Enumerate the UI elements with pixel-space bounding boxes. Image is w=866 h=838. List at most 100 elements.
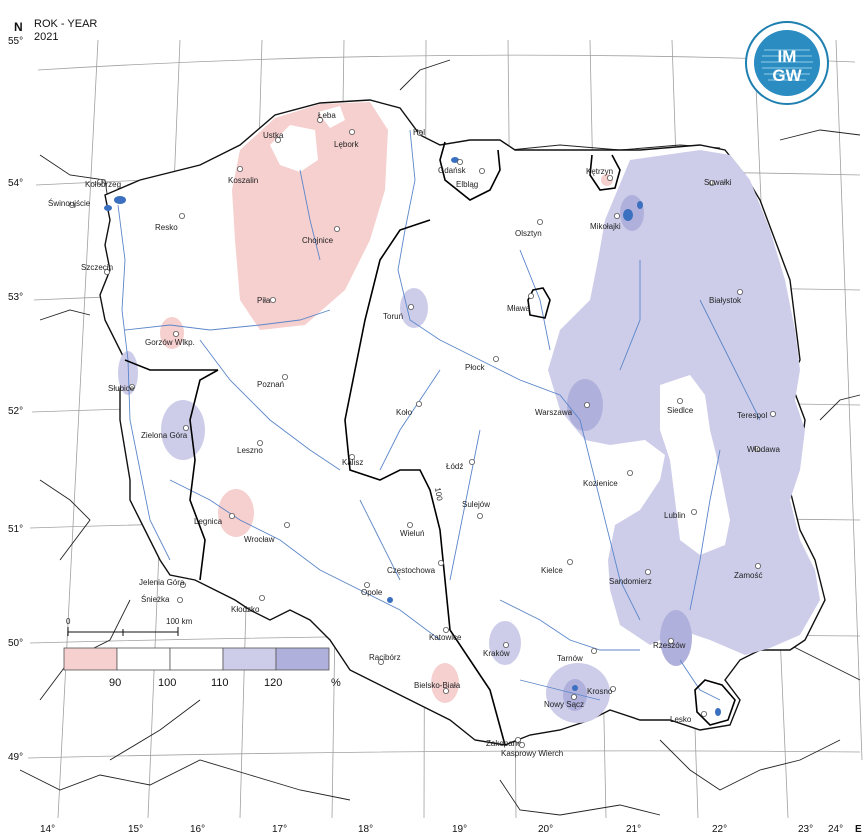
city-label: Elbląg [456, 180, 478, 189]
city-36: Wrocław [244, 522, 290, 544]
city-label: Toruń [383, 312, 403, 321]
lon-label: 24° [828, 824, 843, 835]
city-label: Płock [465, 363, 486, 372]
zone-white-lesko [695, 680, 735, 720]
city-marker [754, 445, 761, 452]
lat-label: 51° [8, 524, 23, 535]
city-50: Tarnów [557, 648, 598, 663]
scale-end: 100 km [166, 617, 193, 626]
city-label: Olsztyn [515, 229, 542, 238]
city-marker [627, 469, 634, 476]
city-label: Terespol [737, 411, 767, 420]
lon-label: 16° [190, 824, 205, 835]
city-marker [492, 355, 499, 362]
lat-label: 55° [8, 36, 23, 47]
city-label: Częstochowa [387, 566, 436, 575]
city-31: Łódź [446, 458, 475, 471]
city-label: Siedlce [667, 406, 694, 415]
city-label: Racibórz [369, 653, 401, 662]
zone-below-90-bielsko [431, 663, 459, 703]
city-label: Lesko [670, 715, 692, 724]
city-marker [591, 648, 598, 655]
city-marker [236, 165, 243, 172]
city-11: Resko [155, 212, 185, 232]
city-label: Kasprowy Wierch [501, 749, 563, 758]
zone-above-110-zielona-gora [161, 400, 205, 460]
city-label: Szczecin [81, 263, 113, 272]
isoline-100 [124, 141, 736, 746]
city-marker [567, 559, 574, 566]
city-marker [709, 179, 716, 186]
city-marker [645, 569, 652, 576]
city-marker [519, 742, 526, 749]
city-label: Bielsko-Biała [414, 681, 461, 690]
city-marker [97, 178, 104, 185]
city-label: Mikołajki [590, 222, 621, 231]
city-14: Mikołajki [590, 212, 621, 231]
anomaly-zones [118, 102, 820, 723]
city-marker [416, 129, 423, 136]
city-marker [610, 686, 617, 693]
city-label: Rzeszów [653, 641, 686, 650]
city-19: Białystok [709, 288, 744, 305]
lat-label: 52° [8, 406, 23, 417]
city-marker [348, 128, 355, 135]
city-label: Leszno [237, 446, 263, 455]
legend-label-90: 90 [109, 677, 121, 689]
lat-label: 53° [8, 292, 23, 303]
map-title: ROK - YEAR [34, 18, 98, 30]
city-label: Mława [507, 304, 531, 313]
city-marker [363, 582, 370, 589]
city-label: Krosno [587, 687, 613, 696]
city-label: Łódź [446, 462, 463, 471]
city-marker [128, 383, 135, 390]
city-24: Warszawa [535, 401, 591, 417]
east-letter: E [855, 824, 862, 835]
city-label: Śnieżka [141, 595, 170, 604]
city-marker [691, 508, 698, 515]
city-marker [228, 513, 235, 520]
city-marker [437, 560, 444, 567]
city-1: Ustka [263, 131, 284, 143]
lon-label: 18° [358, 824, 373, 835]
city-label: Białystok [709, 296, 742, 305]
city-marker [281, 373, 288, 380]
city-label: Lublin [664, 511, 685, 520]
city-21: Płock [465, 355, 499, 372]
city-label: Gdańsk [438, 166, 467, 175]
city-55: Lesko [670, 711, 708, 724]
legend-swatch-90-100 [116, 647, 171, 671]
city-label: Sandomierz [609, 577, 652, 586]
city-40: Śnieżka [141, 595, 183, 604]
lat-label: 49° [8, 752, 23, 763]
city-29: Leszno [237, 439, 263, 455]
city-label: Kozienice [583, 479, 618, 488]
lon-label: 17° [272, 824, 287, 835]
city-marker [256, 439, 263, 446]
city-label: Koszalin [228, 176, 258, 185]
city-marker [537, 218, 544, 225]
city-28: Zielona Góra [141, 424, 189, 440]
city-label: Zakopane [486, 739, 522, 748]
city-37: Wieluń [400, 522, 424, 538]
city-46: Opole [361, 582, 383, 597]
city-51: Rzeszów [653, 638, 686, 650]
city-9: Suwałki [704, 178, 732, 187]
city-marker [348, 453, 355, 460]
city-label: Resko [155, 223, 178, 232]
city-label: Poznań [257, 380, 284, 389]
city-30: Kalisz [342, 453, 363, 467]
city-38: Lublin [664, 508, 698, 520]
city-marker [415, 400, 422, 407]
longitude-labels: 14°15°16°17°18°19°20°21°22°23°24° [40, 824, 843, 835]
city-marker [269, 296, 276, 303]
city-17: Toruń [383, 303, 414, 321]
city-label: Kołobrzeg [85, 180, 121, 189]
city-label: Hel [413, 128, 425, 137]
legend-label-120: 120 [264, 677, 282, 689]
city-39: Jelenia Góra [139, 578, 186, 589]
city-marker [316, 117, 323, 124]
city-marker [770, 410, 777, 417]
